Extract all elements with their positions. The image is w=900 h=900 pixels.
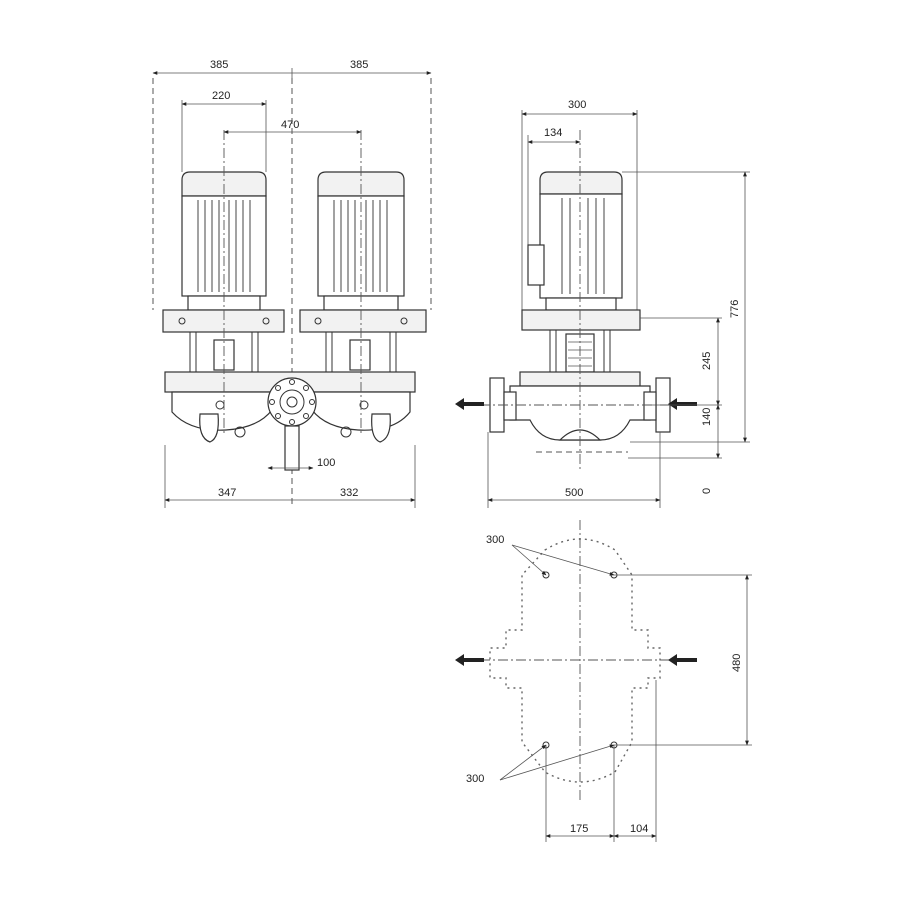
dim-side-base-length: 500 <box>565 487 583 499</box>
dim-side-height-total: 776 <box>729 300 741 318</box>
dim-plan-edge: 104 <box>630 823 648 835</box>
dim-plan-spacing: 175 <box>570 823 588 835</box>
dim-side-width: 300 <box>568 99 586 111</box>
side-view: 300 134 <box>455 99 750 508</box>
dim-side-height-low: 140 <box>701 408 713 426</box>
outlet-arrow-icon <box>455 398 484 410</box>
dim-side-height-mid: 245 <box>701 352 713 370</box>
plan-inlet-arrow-icon <box>668 654 697 666</box>
dim-base-left: 347 <box>218 487 236 499</box>
pump-housing <box>164 371 416 443</box>
dim-motor-width: 220 <box>212 90 230 102</box>
inlet-flange <box>267 377 317 471</box>
inlet-arrow-icon <box>668 398 697 410</box>
dim-front-right-half: 385 <box>350 59 368 71</box>
plan-view: 300 300 480 175 104 <box>455 520 752 842</box>
dim-inlet-offset: 100 <box>317 457 335 469</box>
dim-front-left-half: 385 <box>210 59 228 71</box>
dim-base-right: 332 <box>340 487 358 499</box>
dim-motor-spacing: 470 <box>281 119 299 131</box>
front-view: 385 385 220 470 100 347 332 <box>152 59 432 508</box>
plan-outlet-arrow-icon <box>455 654 484 666</box>
dim-plan-bolt-top: 300 <box>486 534 504 546</box>
left-motor <box>162 171 285 372</box>
dim-side-offset: 134 <box>544 127 562 139</box>
dim-plan-height: 480 <box>731 654 743 672</box>
dim-side-zero: 0 <box>701 488 713 494</box>
right-motor <box>299 171 427 372</box>
dim-plan-bolt-bottom: 300 <box>466 773 484 785</box>
